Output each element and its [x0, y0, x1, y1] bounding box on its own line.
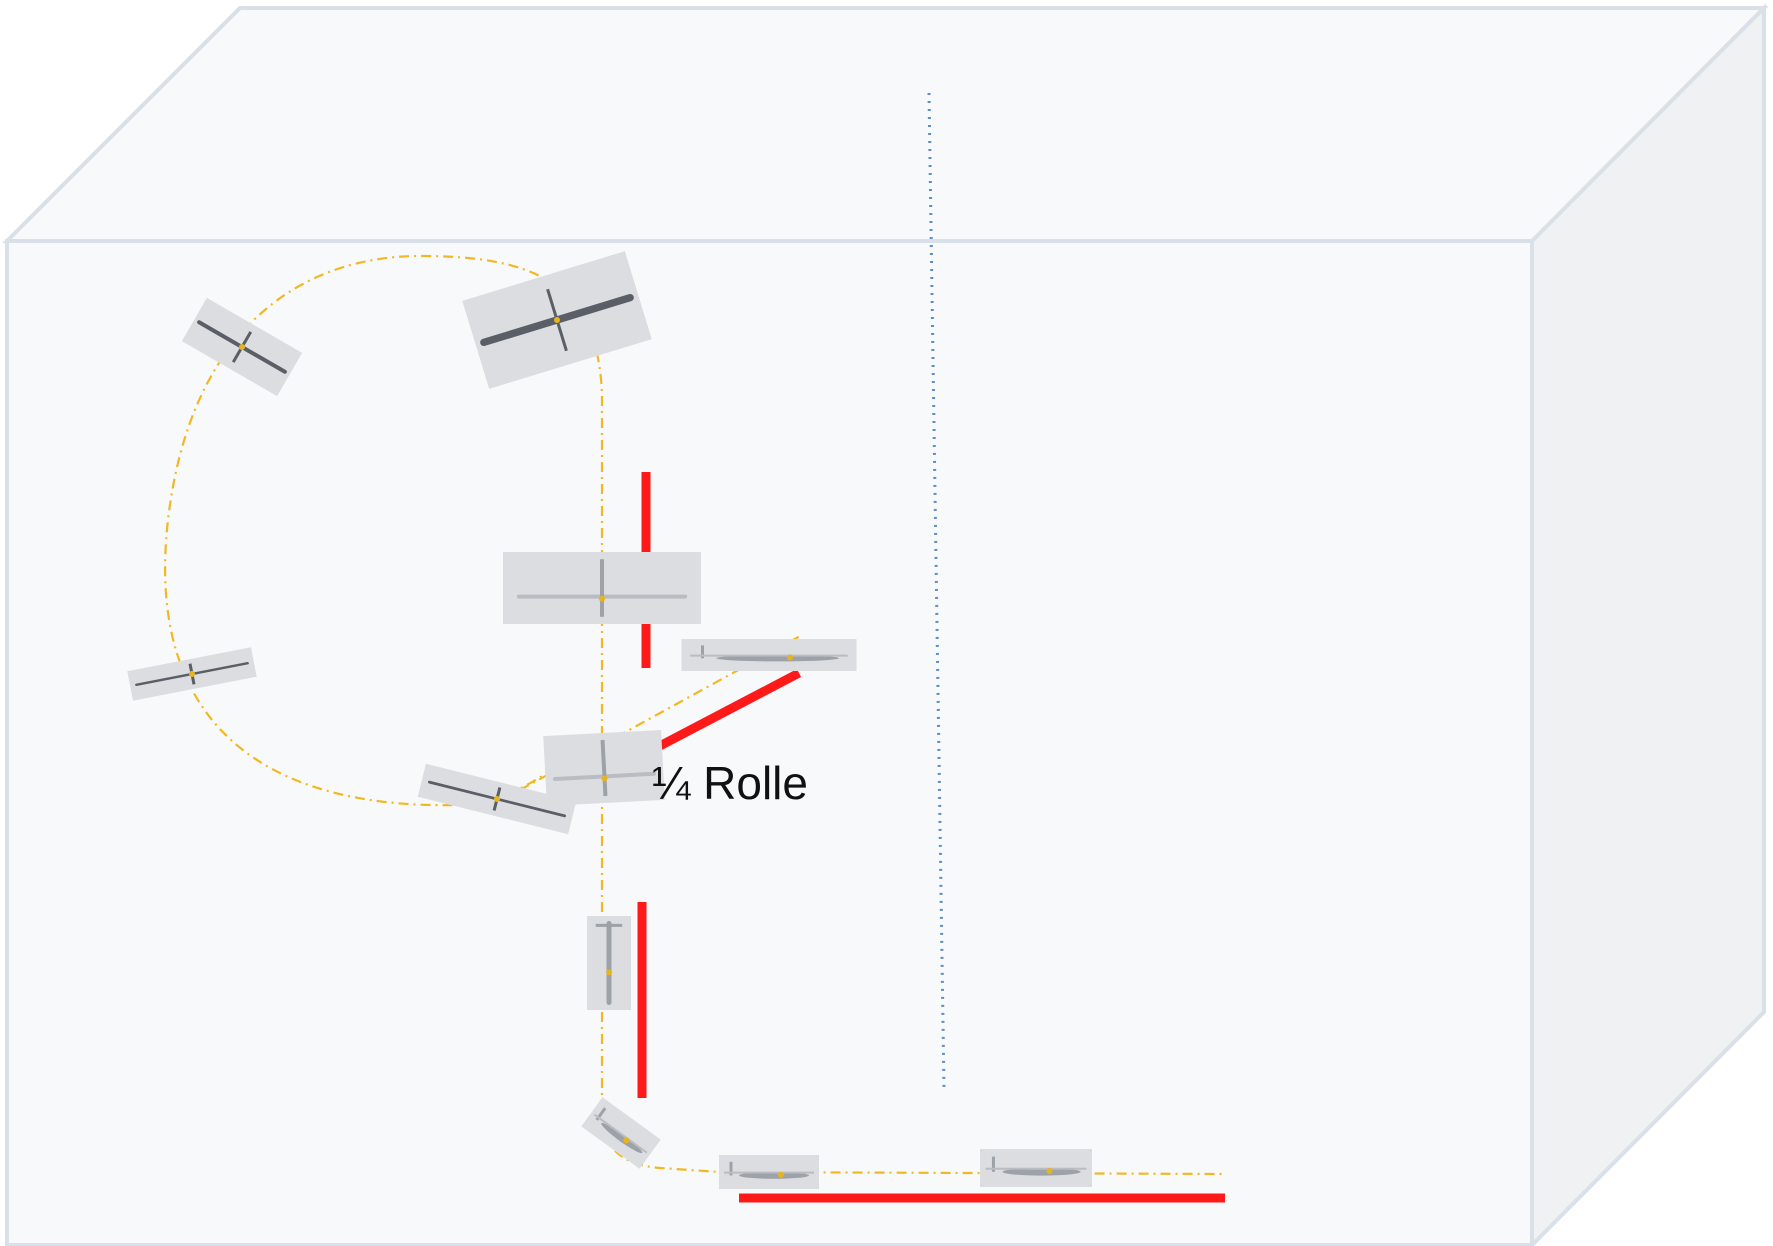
glider-icon [724, 1161, 814, 1179]
glider-image [719, 1155, 819, 1189]
glider-image [581, 1097, 661, 1169]
quarter-roll-label: ¼ Rolle [652, 757, 808, 809]
glider-image [462, 251, 652, 389]
glider-image [503, 552, 701, 624]
glider-icon [516, 559, 688, 617]
glider-icon [480, 288, 634, 352]
glider-image [417, 763, 577, 835]
reference-line-diagonal [632, 669, 802, 763]
aerobatic-box [2, 3, 1769, 1246]
box-front-face [5, 239, 1534, 1246]
glider-image [681, 639, 857, 671]
flight-path-pullout [600, 1109, 1225, 1176]
glider-image [980, 1149, 1092, 1187]
glider-icon [135, 661, 249, 687]
gliders [127, 251, 1092, 1189]
glider-image [127, 647, 257, 701]
glider-icon [197, 320, 287, 374]
glider-icon [595, 921, 623, 1005]
glider-icon [552, 739, 656, 797]
glider-icon [690, 645, 848, 662]
glider-icon [427, 780, 567, 818]
glider-image [587, 916, 631, 1010]
glider-image [181, 297, 303, 397]
glider-image [543, 729, 665, 807]
glider-icon [985, 1156, 1087, 1176]
glider-icon [593, 1107, 648, 1154]
box-top-face [2, 6, 1769, 243]
flight-path-loop [163, 254, 604, 1110]
